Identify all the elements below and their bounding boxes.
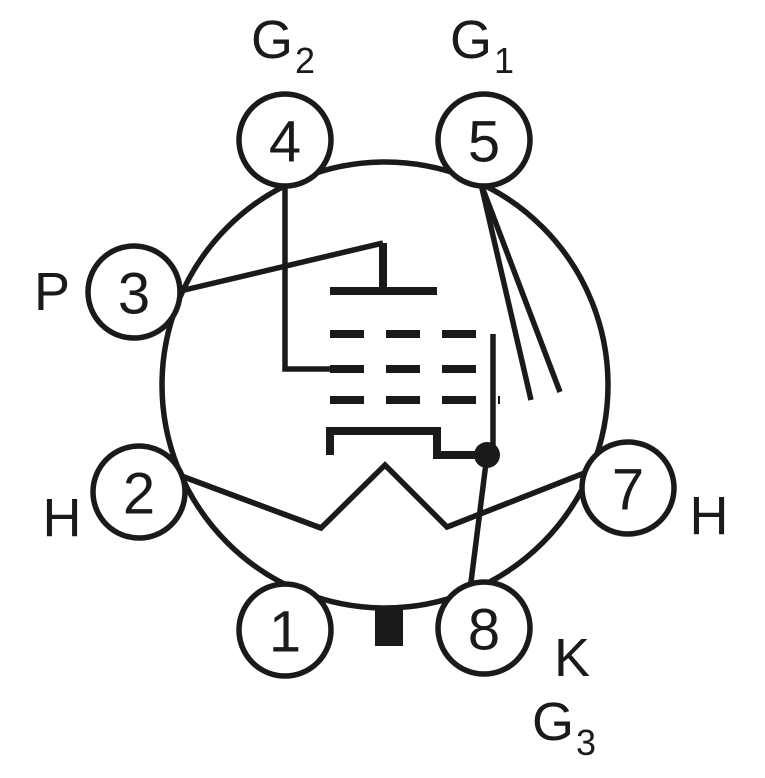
pin-5[interactable]: 5 G1	[435, 10, 533, 189]
electrode-structure-group	[175, 243, 594, 646]
pin-3[interactable]: 3P	[34, 243, 183, 341]
pin-circle-8[interactable]	[435, 579, 533, 677]
pin-label-text-4: G	[251, 10, 293, 70]
pin-label-sub-4: 2	[295, 40, 315, 81]
pin-label-text-5: G	[450, 10, 492, 70]
lead-pin8-to-cathode	[467, 454, 490, 591]
pin-label-8-secondary: G3	[532, 692, 596, 763]
base-key-tab	[375, 606, 403, 646]
heater-filament	[175, 461, 594, 532]
pin-4[interactable]: 4 G2	[236, 10, 334, 189]
pin-label-3: P	[34, 262, 70, 322]
pin-label-7: H	[690, 486, 729, 546]
pin-number-7: 7	[612, 458, 644, 523]
pin-2[interactable]: 2H	[43, 443, 188, 548]
pin-label-4: G2	[251, 10, 315, 81]
pin-label-2: H	[43, 488, 82, 548]
pin-number-2: 2	[123, 462, 155, 527]
lead-pin3-to-plate	[175, 240, 384, 295]
pin-label-text-2: H	[43, 488, 82, 548]
pin-number-1: 1	[269, 600, 301, 665]
pin-number-5: 5	[468, 110, 500, 175]
pin-circle-7[interactable]	[579, 439, 677, 537]
pin-label-8: K	[554, 628, 590, 688]
pin-number-3: 3	[118, 262, 150, 327]
pin-label-8-secondary-text: G	[532, 692, 574, 752]
junction-dot	[474, 442, 500, 468]
pin-label-text-7: H	[690, 486, 729, 546]
pin-label-5: G1	[450, 10, 514, 81]
pin-label-text-3: P	[34, 262, 70, 322]
pin-circle-3[interactable]	[85, 243, 183, 341]
tube-envelope-circle	[159, 159, 611, 611]
pin-number-8: 8	[468, 598, 500, 663]
pin-label-8-secondary-sub: 3	[576, 722, 596, 763]
pin-circle-4[interactable]	[236, 91, 334, 189]
lead-pin5-to-grid	[478, 183, 534, 401]
pin-circle-1[interactable]	[236, 581, 334, 679]
pin-1[interactable]: 1	[236, 581, 334, 679]
lead-pin4-to-grid	[282, 182, 337, 372]
pin-circle-2[interactable]	[90, 443, 188, 541]
pin-circle-5[interactable]	[435, 91, 533, 189]
cathode-electrode	[326, 427, 487, 459]
pin-number-4: 4	[269, 110, 301, 175]
lead-pin5-envelope-edge	[478, 183, 563, 393]
pin-label-sub-5: 1	[494, 40, 514, 81]
pin-label-text-8: K	[554, 628, 590, 688]
